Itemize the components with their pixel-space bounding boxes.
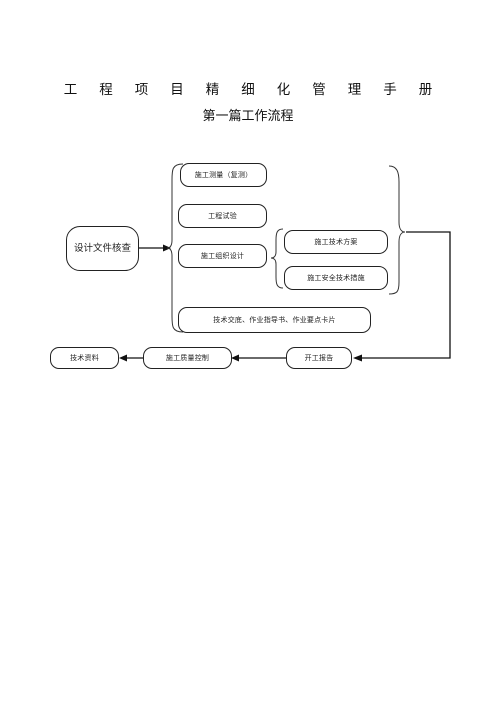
- page-title: 工程项目精细化管理手册: [63, 82, 455, 98]
- arrowhead-icon: [231, 354, 239, 362]
- right-brace: [388, 165, 406, 295]
- node-tech-disclosure: 技术交底、作业指导书、作业要点卡片: [178, 307, 371, 333]
- node-commencement-report: 开工报告: [286, 347, 352, 369]
- connector-brace-to-report: [362, 231, 451, 359]
- node-safety-tech-measures: 施工安全技术措施: [284, 266, 388, 290]
- node-construction-org-design: 施工组织设计: [178, 244, 267, 268]
- node-engineering-test: 工程试验: [178, 204, 267, 228]
- node-construction-survey: 施工测量（复测）: [180, 163, 267, 187]
- arrowhead-icon: [353, 354, 362, 362]
- arrowhead-icon: [119, 354, 127, 362]
- inner-brace: [270, 228, 284, 289]
- node-tech-data: 技术资料: [50, 347, 119, 369]
- left-brace: [166, 163, 184, 333]
- page-subtitle: 第一篇工作流程: [202, 109, 294, 124]
- node-design-review: 设计文件核查: [66, 226, 139, 271]
- node-construction-tech-plan: 施工技术方案: [284, 230, 388, 254]
- node-quality-control: 施工质量控制: [143, 347, 232, 369]
